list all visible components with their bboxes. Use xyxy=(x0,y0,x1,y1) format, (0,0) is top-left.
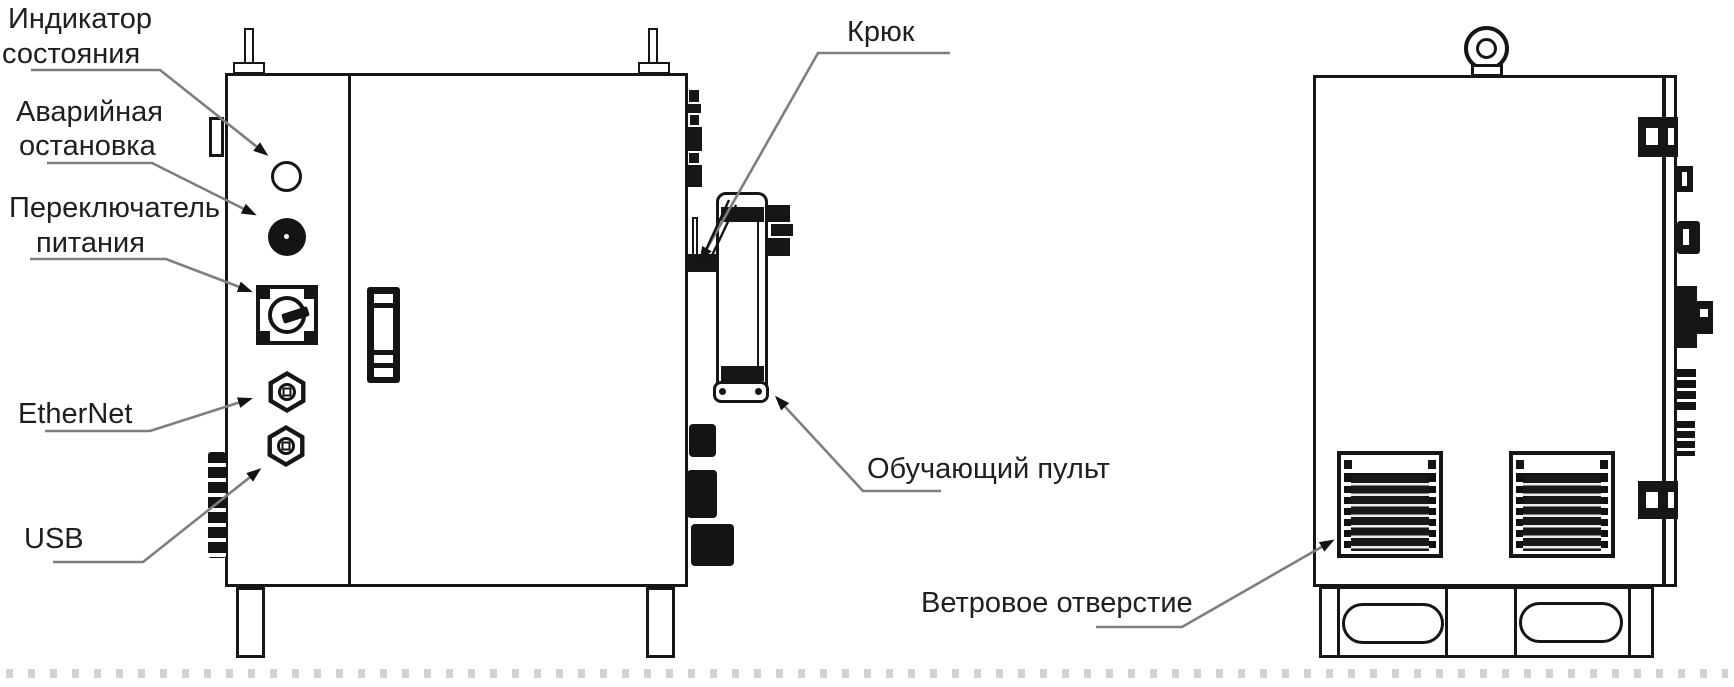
antenna-mount xyxy=(689,90,699,102)
forklift-pocket-left xyxy=(1342,603,1444,644)
port-ring xyxy=(277,437,295,455)
leader-power-switch xyxy=(30,257,253,293)
side-connector-ribbed xyxy=(1677,369,1696,413)
leg-front-right xyxy=(646,587,675,658)
handle-slot xyxy=(374,294,393,303)
hinge-front-top xyxy=(209,117,224,157)
handle-slot xyxy=(374,308,393,350)
label-status-indicator-line1: Индикатор xyxy=(8,3,153,35)
eye-bolt-base xyxy=(1471,64,1503,77)
port-pin xyxy=(281,441,291,451)
teach-pendant-edge-line xyxy=(757,222,759,366)
antenna-mount xyxy=(690,115,699,125)
cabinet-door-divider xyxy=(348,73,351,587)
side-connector-slot xyxy=(1700,309,1708,317)
side-connector-ribbed xyxy=(1677,421,1695,456)
teach-pendant-bottom-band xyxy=(721,366,764,381)
antenna-mount xyxy=(689,153,699,163)
lifting-pin-right-base xyxy=(638,62,670,74)
antenna-mount xyxy=(686,165,702,187)
side-connector-large-block xyxy=(1696,301,1713,334)
hinge-hole xyxy=(1646,128,1658,145)
power-switch-corner xyxy=(260,331,270,341)
emergency-stop-button[interactable] xyxy=(268,218,306,256)
forklift-pocket-right xyxy=(1519,602,1623,643)
vent-louvers xyxy=(1344,473,1436,551)
label-status-indicator-line2: состояния xyxy=(2,38,141,70)
status-indicator-lamp xyxy=(271,161,302,192)
pendant-cable-connector xyxy=(766,238,790,256)
side-connector-slot xyxy=(1682,172,1687,186)
label-teach-pendant: Обучающий пульт xyxy=(867,453,1110,485)
port-pin xyxy=(282,387,292,397)
hinge-front-bottom xyxy=(208,452,226,558)
pendant-foot xyxy=(719,388,726,395)
pendant-cable-connector xyxy=(766,205,790,222)
pendant-cable-connector xyxy=(771,224,793,236)
pendant-foot xyxy=(755,388,762,395)
teach-pendant-top-band xyxy=(721,207,764,222)
cable-gland xyxy=(687,470,717,518)
power-switch-corner xyxy=(304,331,314,341)
cable-gland xyxy=(691,524,734,566)
label-vent: Ветровое отверстие xyxy=(921,587,1193,619)
hinge-hole xyxy=(1668,492,1674,508)
label-hook: Крюк xyxy=(847,16,915,48)
antenna-mount xyxy=(686,127,702,151)
power-switch-corner xyxy=(260,289,270,299)
label-power-switch-line2: питания xyxy=(36,227,145,259)
label-ethernet: EtherNet xyxy=(18,398,133,430)
eye-bolt-ring-inner xyxy=(1476,38,1497,59)
leg-front-left xyxy=(236,587,265,658)
vent-louvers xyxy=(1516,473,1608,551)
vent-top-slot xyxy=(1344,458,1436,471)
lifting-pin-left-base xyxy=(233,62,265,74)
hinge-hole xyxy=(1668,128,1674,145)
hinge-hole xyxy=(1646,492,1658,508)
door-handle[interactable] xyxy=(367,287,400,383)
pendant-hook xyxy=(688,254,719,272)
teach-pendant-base xyxy=(713,381,769,403)
label-emergency-stop-line1: Аварийная xyxy=(16,96,163,128)
antenna-mount xyxy=(686,104,701,113)
label-power-switch-line1: Переключатель xyxy=(9,192,221,224)
power-switch-corner xyxy=(304,289,314,299)
lifting-pin-left xyxy=(244,28,254,65)
side-connector-large xyxy=(1677,286,1697,348)
port-ring xyxy=(278,383,296,401)
power-switch-rotary[interactable] xyxy=(256,285,318,345)
label-usb: USB xyxy=(24,523,84,555)
usb-port[interactable] xyxy=(265,425,307,467)
vent-grille-right xyxy=(1509,451,1615,558)
bottom-artifact-dots xyxy=(6,669,1728,678)
vent-top-slot xyxy=(1516,458,1608,471)
vent-grille-left xyxy=(1337,451,1443,558)
ethernet-port[interactable] xyxy=(266,371,308,413)
lifting-pin-right xyxy=(648,28,658,65)
side-connector-slot xyxy=(1683,229,1689,245)
pendant-hanger-plate xyxy=(692,217,698,259)
side-door-edge-strip xyxy=(1663,75,1677,587)
handle-slot xyxy=(374,368,393,377)
cable-gland xyxy=(689,424,716,457)
label-emergency-stop-line2: остановка xyxy=(19,130,156,162)
handle-slot xyxy=(374,355,393,363)
